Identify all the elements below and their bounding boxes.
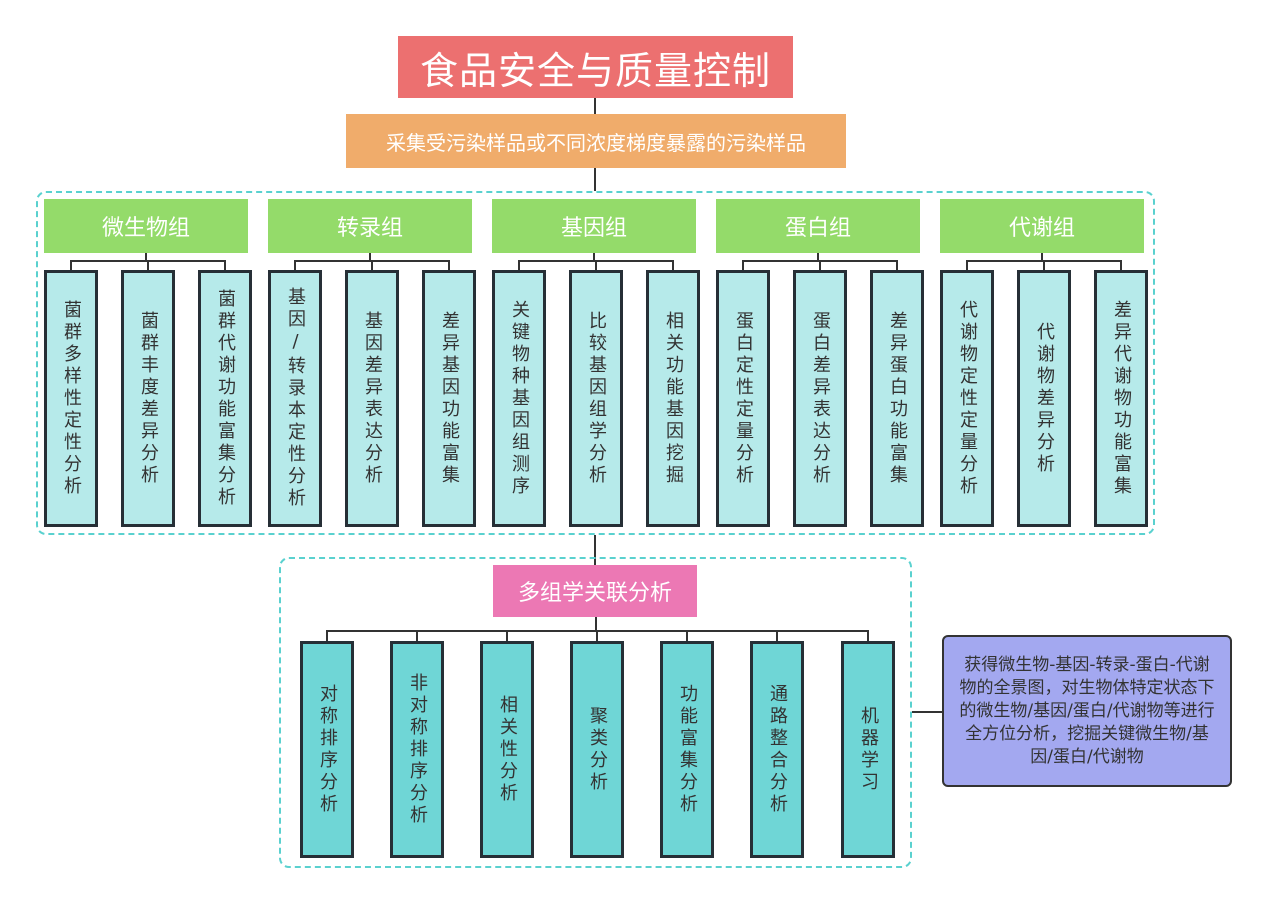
leaf-node[interactable]: 通路整合分析 [750,641,804,858]
leaf-node[interactable]: 基因/转录本定性分析 [268,270,322,527]
summary-node[interactable]: 获得微生物-基因-转录-蛋白-代谢物的全景图，对生物体特定状态下的微生物/基因/… [942,635,1232,787]
connector-drop [686,630,688,642]
leaf-text: 聚类分析 [587,705,608,794]
leaf-node[interactable]: 差异蛋白功能富集 [870,270,924,527]
omics-group-frame [36,191,1155,535]
connector-drop [506,630,508,642]
multi-omics-node[interactable]: 多组学关联分析 [493,565,697,617]
connector-stem [593,253,595,261]
connector-drop [1043,260,1045,270]
leaf-node[interactable]: 菌群丰度差异分析 [121,270,175,527]
leaf-text: 非对称排序分析 [407,672,428,827]
connector-drop [371,260,373,270]
connector-multi-summary [912,711,942,713]
leaf-text: 差异蛋白功能富集 [887,310,908,487]
connector-stem [817,253,819,261]
leaf-node[interactable]: 相关性分析 [480,641,534,858]
connector-drop [819,260,821,270]
leaf-node[interactable]: 比较基因组学分析 [569,270,623,527]
leaf-node[interactable]: 非对称排序分析 [390,641,444,858]
leaf-text: 代谢物差异分析 [1034,321,1055,476]
omics-header-0[interactable]: 微生物组 [44,199,248,253]
leaf-text: 基因/转录本定性分析 [285,287,306,510]
leaf-node[interactable]: 功能富集分析 [660,641,714,858]
leaf-node[interactable]: 对称排序分析 [300,641,354,858]
omics-header-label: 蛋白组 [784,216,851,241]
leaf-node[interactable]: 相关功能基因挖掘 [646,270,700,527]
leaf-text: 代谢物定性定量分析 [957,299,978,498]
omics-header-4[interactable]: 代谢组 [940,199,1144,253]
omics-header-label: 转录组 [336,216,403,241]
leaf-node[interactable]: 代谢物差异分析 [1017,270,1071,527]
connector-drop [596,630,598,642]
leaf-text: 差异代谢物功能富集 [1111,299,1132,498]
leaf-node[interactable]: 代谢物定性定量分析 [940,270,994,527]
leaf-text: 对称排序分析 [317,683,338,816]
omics-header-3[interactable]: 蛋白组 [716,199,920,253]
leaf-text: 功能富集分析 [677,683,698,816]
connector-drop [224,260,226,270]
connector-drop [867,630,869,642]
leaf-text: 菌群丰度差异分析 [138,310,159,487]
omics-header-label: 基因组 [560,216,627,241]
leaf-text: 菌群代谢功能富集分析 [215,288,236,509]
connector-stem [595,617,597,631]
connector-sampling-omics [594,168,596,191]
connector-title-sampling [594,98,596,114]
leaf-node[interactable]: 蛋白定性定量分析 [716,270,770,527]
leaf-node[interactable]: 差异基因功能富集 [422,270,476,527]
multi-omics-group-frame [279,557,912,868]
sampling-node[interactable]: 采集受污染样品或不同浓度梯度暴露的污染样品 [346,114,846,168]
connector-drop [966,260,968,270]
leaf-text: 相关性分析 [497,694,518,805]
connector-omics-multi [594,535,596,565]
leaf-node[interactable]: 差异代谢物功能富集 [1094,270,1148,527]
connector-stem [369,253,371,261]
leaf-node[interactable]: 基因差异表达分析 [345,270,399,527]
connector-stem [145,253,147,261]
connector-drop [595,260,597,270]
leaf-text: 相关功能基因挖掘 [663,310,684,487]
leaf-node[interactable]: 机器学习 [841,641,895,858]
connector-drop [518,260,520,270]
leaf-text: 机器学习 [858,705,879,794]
connector-drop [742,260,744,270]
leaf-node[interactable]: 关键物种基因组测序 [492,270,546,527]
connector-drop [416,630,418,642]
omics-header-label: 代谢组 [1008,216,1075,241]
leaf-node[interactable]: 菌群代谢功能富集分析 [198,270,252,527]
leaf-text: 关键物种基因组测序 [509,299,530,498]
leaf-text: 通路整合分析 [767,683,788,816]
leaf-text: 蛋白定性定量分析 [733,310,754,487]
leaf-text: 比较基因组学分析 [586,310,607,487]
leaf-text: 差异基因功能富集 [439,310,460,487]
summary-text: 获得微生物-基因-转录-蛋白-代谢物的全景图，对生物体特定状态下的微生物/基因/… [959,654,1215,767]
leaf-text: 基因差异表达分析 [362,310,383,487]
connector-drop [1120,260,1122,270]
omics-header-1[interactable]: 转录组 [268,199,472,253]
title-text: 食品安全与质量控制 [419,48,771,93]
leaf-text: 菌群多样性定性分析 [61,299,82,498]
connector-drop [294,260,296,270]
omics-header-label: 微生物组 [101,216,190,241]
omics-header-2[interactable]: 基因组 [492,199,696,253]
connector-drop [672,260,674,270]
connector-drop [147,260,149,270]
sampling-text: 采集受污染样品或不同浓度梯度暴露的污染样品 [386,130,806,155]
connector-drop [70,260,72,270]
connector-drop [448,260,450,270]
title-node[interactable]: 食品安全与质量控制 [398,36,793,98]
leaf-node[interactable]: 蛋白差异表达分析 [793,270,847,527]
connector-drop [326,630,328,642]
connector-drop [896,260,898,270]
connector-drop [776,630,778,642]
leaf-node[interactable]: 菌群多样性定性分析 [44,270,98,527]
leaf-text: 蛋白差异表达分析 [810,310,831,487]
leaf-node[interactable]: 聚类分析 [570,641,624,858]
connector-stem [1041,253,1043,261]
multi-omics-label: 多组学关联分析 [517,581,672,606]
